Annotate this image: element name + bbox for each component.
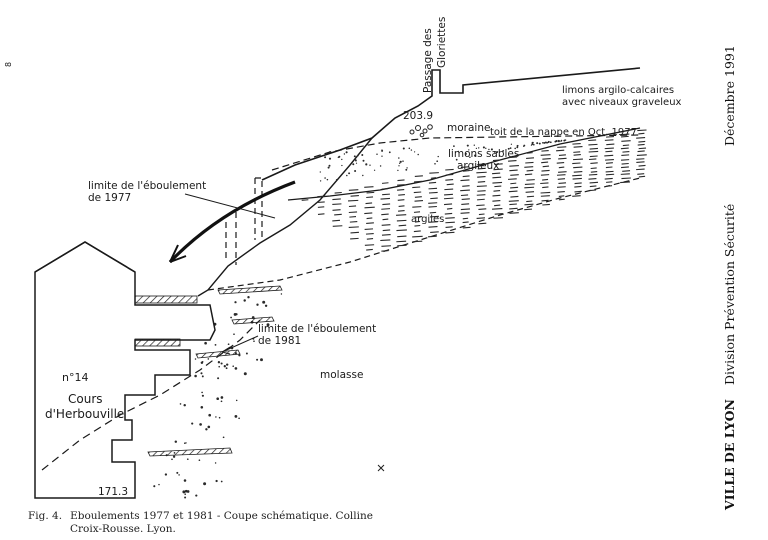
label-passage-l2: Gloriettes — [436, 17, 448, 68]
molasse-boundary — [207, 177, 641, 291]
side-ville: VILLE DE LYON — [722, 399, 737, 510]
label-passage-l1: Passage des — [422, 28, 434, 93]
side-date: Décembre 1991 — [722, 45, 737, 146]
building-roof — [34, 241, 136, 273]
label-limite-1981-l1: limite de l'éboulement — [258, 323, 376, 335]
floor-slab-lower — [134, 338, 181, 347]
landslide-arrow-1977-head — [169, 244, 187, 263]
label-limite-1977-l2: de 1977 — [88, 192, 131, 204]
argiles-fill-dashes — [301, 129, 647, 252]
label-limons-sables-l2: argileux — [457, 160, 499, 172]
label-moraine: moraine — [447, 122, 490, 134]
label-nappe: toit de la nappe en Oct. 1977 — [490, 127, 637, 138]
label-argiles: argiles — [411, 214, 444, 225]
side-division: Division Prévention Sécurité — [722, 203, 737, 385]
label-limite-1981-l2: de 1981 — [258, 335, 301, 347]
caption-line-2: Croix-Rousse. Lyon. — [70, 523, 176, 535]
slip-surface-dashed — [41, 319, 261, 471]
figure-caption: Fig. 4. Eboulements 1977 et 1981 - Coupe … — [28, 510, 373, 536]
label-elevation-top: 203.9 — [403, 110, 433, 122]
limons-fill-dots — [319, 139, 567, 182]
water-table-line — [271, 134, 641, 171]
label-limons-sables-l1: limons sables — [448, 148, 519, 160]
cross-mark — [377, 464, 385, 472]
slope-face — [197, 137, 373, 297]
label-limons-calcaires-l2: avec niveaux graveleux — [562, 97, 682, 108]
label-molasse: molasse — [320, 369, 363, 381]
label-limons-calcaires-l1: limons argilo-calcaires — [562, 85, 674, 96]
caption-line-1: Eboulements 1977 et 1981 - Coupe schémat… — [70, 510, 373, 522]
floor-slab-upper — [134, 295, 198, 304]
argiles-boundary — [287, 127, 641, 201]
leader-1977 — [184, 193, 276, 219]
label-building-no: n°14 — [62, 371, 88, 384]
label-building-street-l1: Cours — [68, 392, 103, 406]
label-building-street-l2: d'Herbouville — [45, 407, 124, 421]
landslide-arrow-1977 — [168, 180, 296, 264]
limit-1977-dashes — [225, 177, 263, 265]
moraine-gravel — [409, 124, 433, 138]
leader-1981 — [221, 335, 259, 355]
drain-lenses — [147, 285, 283, 457]
label-elevation-bottom: 171.3 — [98, 486, 128, 498]
caption-fig-number: Fig. 4. — [28, 510, 63, 522]
label-limite-1977-l1: limite de l'éboulement — [88, 180, 206, 192]
